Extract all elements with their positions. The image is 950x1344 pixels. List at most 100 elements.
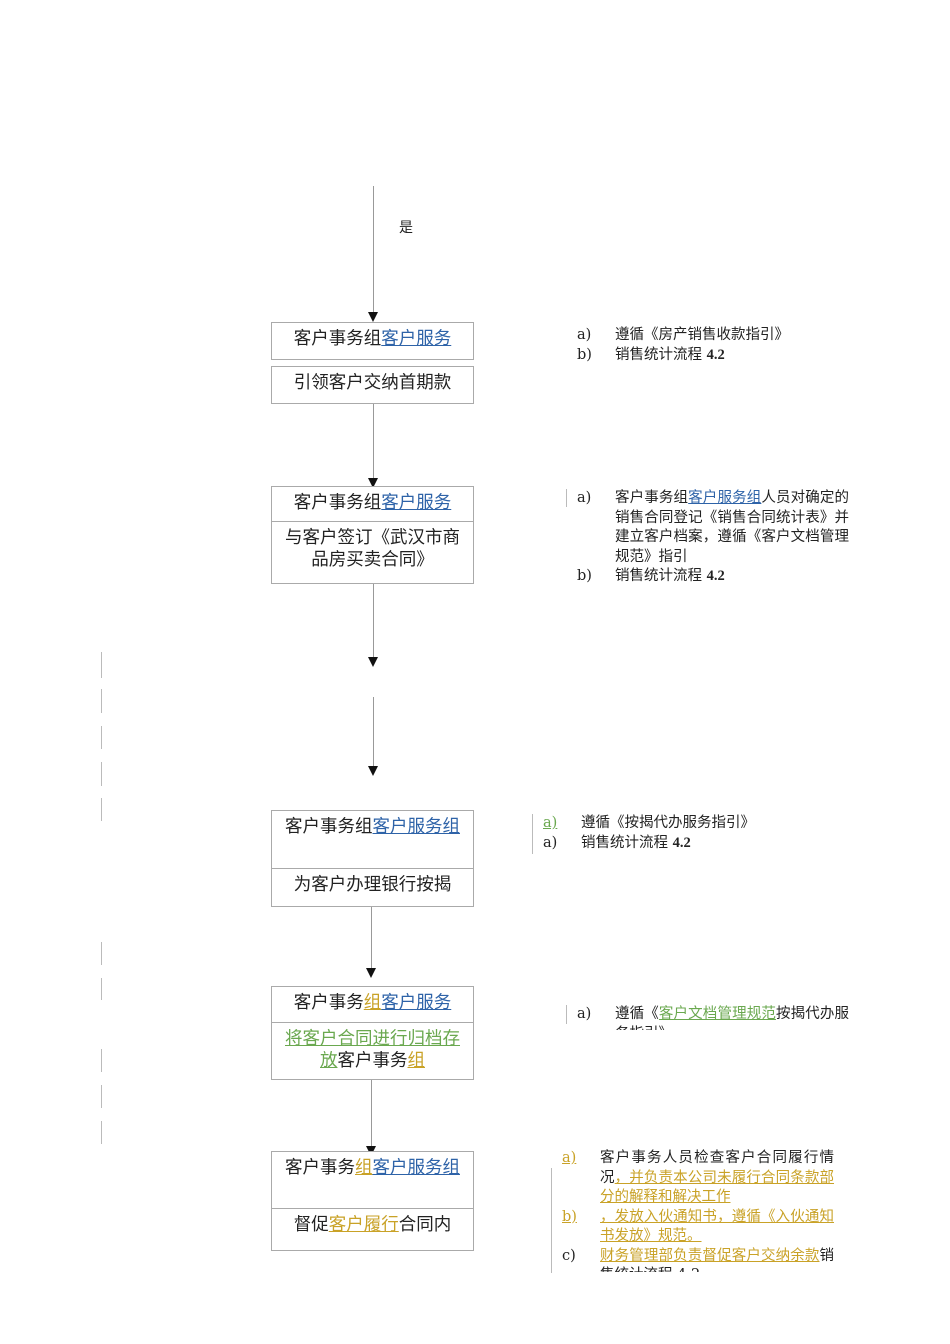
step3-action-box: 为客户办理银行按揭 (271, 868, 474, 907)
step3-owner-box: 客户事务组客户服务组 (271, 810, 474, 869)
step4-notes: a) 遵循《客户文档管理规范按揭代办服务指引》 (577, 1005, 849, 1030)
margin-mark (101, 978, 102, 1000)
note-item-text: ，发放入伙通知书，遵循《入伙通知书发放》规范。 (600, 1208, 834, 1247)
note-item-text: 客户事务人员检查客户合同履行情况，并负责本公司未履行合同条款部分的解释和解决工作 (600, 1149, 834, 1208)
margin-mark (101, 1049, 102, 1072)
text-segment: 组 (407, 1051, 426, 1071)
text-segment: 为客户办理银行按揭 (293, 875, 452, 895)
text-segment: 客户文档管理规范 (658, 1006, 776, 1022)
step1-action-box: 引领客户交纳首期款 (271, 366, 474, 404)
step1-notes: a)遵循《房产销售收款指引》b)销售统计流程 4.2 (577, 326, 849, 368)
margin-mark (101, 652, 102, 678)
note-item-label: b) (577, 346, 592, 363)
note-item-label: a) (577, 490, 592, 506)
step2-owner-box: 客户事务组客户服务 (271, 486, 474, 522)
text-segment: 遵循《 (615, 1006, 659, 1022)
text-segment: 客户事务组 (285, 817, 373, 837)
text-segment: 合同内 (398, 1215, 452, 1235)
step4-owner-box: 客户事务组客户服务 (271, 986, 474, 1023)
text-segment: 将客户合同进行归档存放 (285, 1029, 460, 1071)
margin-mark (101, 762, 102, 786)
text-segment: 客户服务 (381, 329, 452, 349)
margin-mark (101, 689, 102, 713)
arrow-down-icon (368, 312, 378, 322)
note-item: a)销售统计流程 4.2 (543, 834, 843, 854)
note-item-text: 遵循《房产销售收款指引》 (615, 326, 849, 346)
text-segment: ，并负责本公司未履行合同条款部分的解释和解决工作 (600, 1169, 834, 1206)
text-segment: 按揭代办服务指引》 (615, 1006, 849, 1030)
step3-notes: a) 遵循《按揭代办服务指引》a)销售统计流程 4.2 (543, 814, 843, 856)
note-item-text: 遵循《客户文档管理规范按揭代办服务指引》 (615, 1005, 849, 1030)
revision-bar (566, 489, 567, 507)
note-item: a)客户事务人员检查客户合同履行情况，并负责本公司未履行合同条款部分的解释和解决… (562, 1149, 834, 1208)
text-segment: 组 (355, 1158, 373, 1178)
note-item-label: b) (562, 1208, 577, 1225)
margin-mark (101, 726, 102, 749)
text-segment: 组 (363, 993, 382, 1013)
connector-line (371, 906, 372, 970)
step2-notes: a) 客户事务组客户服务组人员对确定的销售合同登记《销售合同统计表》并建立客户档案… (577, 489, 849, 589)
text-segment: 客户服务 (381, 993, 452, 1013)
step2-action-box: 与客户签订《武汉市商品房买卖合同》 (271, 521, 474, 584)
step5-action-box: 督促客户履行合同内 (271, 1208, 474, 1251)
text-segment: 人员对确定的销售合同登记《销售合同统计表》并建立客户档案，遵循《客户文档管理规范… (615, 490, 849, 565)
note-item-text: 销售统计流程 4.2 (581, 834, 843, 854)
text-segment: 客户服务 (372, 817, 443, 837)
text-segment: 客户服务 (372, 1158, 443, 1178)
revision-bar (566, 1005, 567, 1024)
step1-owner-box: 客户事务组客户服务 (271, 322, 474, 360)
text-segment: 客户事务 (337, 1051, 408, 1071)
note-item: a)遵循《房产销售收款指引》 (577, 326, 849, 346)
margin-mark (101, 942, 102, 965)
note-item: a) 遵循《按揭代办服务指引》 (543, 814, 843, 834)
text-segment: 遵循《按揭代办服务指引》 (581, 815, 755, 831)
note-item-label: b) (577, 568, 592, 584)
margin-mark (101, 798, 102, 821)
note-item: a) 客户事务组客户服务组人员对确定的销售合同登记《销售合同统计表》并建立客户档案… (577, 489, 849, 567)
step5-notes: a)客户事务人员检查客户合同履行情况，并负责本公司未履行合同条款部分的解释和解决… (562, 1149, 834, 1272)
text-segment: 客户事务 (293, 993, 364, 1013)
note-item-label: a) (577, 1006, 592, 1022)
text-segment: 4.2 (672, 834, 691, 851)
connector-line (371, 1079, 372, 1147)
text-segment: 客户事务 (285, 1158, 355, 1178)
text-segment: 销售统计流程 (615, 346, 707, 363)
arrow-down-icon (366, 968, 376, 978)
note-item: b) ，发放入伙通知书，遵循《入伙通知书发放》规范。 (562, 1208, 834, 1247)
revision-bar (551, 1168, 552, 1273)
text-segment: 客户服务组 (688, 490, 762, 506)
note-item: a) 遵循《客户文档管理规范按揭代办服务指引》 (577, 1005, 849, 1030)
text-segment: 组 (442, 817, 461, 837)
text-segment: 客户事务人员检查客户合同履行情况 (600, 1150, 834, 1186)
arrow-down-icon (368, 766, 378, 776)
text-segment: 客户履行 (328, 1215, 399, 1235)
connector-line (373, 403, 374, 481)
note-item: c) 财务管理部负责督促客户交纳余款销售统计流程 4.2 (562, 1247, 834, 1273)
note-item-text: 销售统计流程 4.2 (615, 567, 849, 587)
margin-mark (101, 1121, 102, 1144)
step5-owner-box: 客户事务组客户服务组 (271, 1151, 474, 1209)
note-item-label: c) (562, 1247, 576, 1264)
text-segment: 4.2 (706, 568, 725, 584)
arrow-down-icon (368, 657, 378, 667)
connector-line (373, 583, 374, 659)
revision-bar (532, 814, 533, 854)
text-segment: 销售统计流程 4.2 (600, 1247, 834, 1273)
yes-label: 是 (399, 220, 413, 236)
text-segment: 督促 (293, 1215, 329, 1235)
text-segment: 客户服务 (381, 493, 452, 513)
note-item-label: a) (543, 815, 558, 831)
step4-action-box: 将客户合同进行归档存放客户事务组 (271, 1022, 474, 1080)
text-segment: 销售统计流程 (615, 568, 707, 584)
note-item: b) 销售统计流程 4.2 (577, 567, 849, 587)
text-segment: 遵循《房产销售收款指引》 (615, 327, 789, 343)
text-segment: ，发放入伙通知书，遵循《入伙通知书发放》规范。 (600, 1208, 834, 1245)
text-segment: 客户事务组 (615, 490, 689, 506)
note-item-text: 遵循《按揭代办服务指引》 (581, 814, 843, 834)
text-segment: 财务管理部负责督促客户交纳余款 (600, 1247, 820, 1264)
margin-mark (101, 1085, 102, 1108)
text-segment: 与客户签订《武汉市商品房买卖合同》 (285, 528, 460, 570)
note-item: b)销售统计流程 4.2 (577, 346, 849, 366)
note-item-text: 财务管理部负责督促客户交纳余款销售统计流程 4.2 (600, 1247, 834, 1273)
